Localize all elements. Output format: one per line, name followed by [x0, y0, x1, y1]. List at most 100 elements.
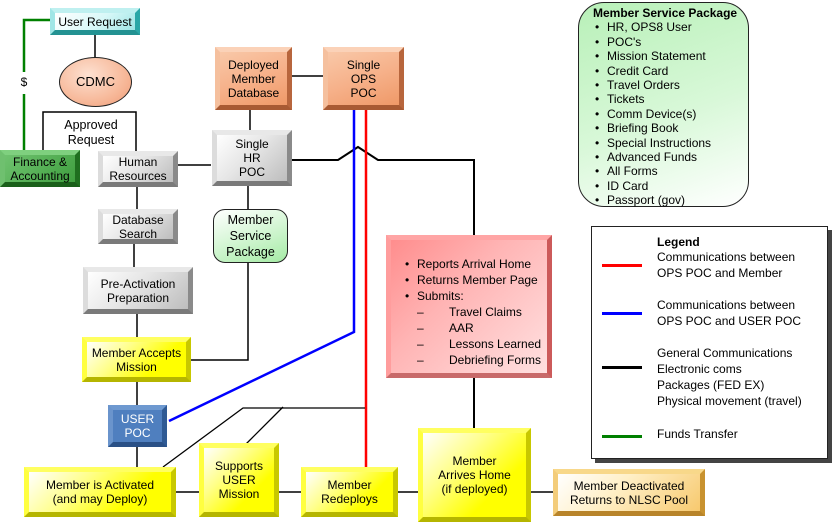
arrives-line1: Member: [452, 454, 497, 468]
member-redeploys-node[interactable]: Member Redeploys: [301, 467, 398, 517]
supports-line2: USER: [222, 473, 256, 487]
msp-item: All Forms: [595, 164, 748, 179]
approved-request-label: Approved Request: [56, 118, 126, 148]
single-ops-poc-node[interactable]: Single OPS POC: [323, 47, 404, 110]
cdmc-label: CDMC: [76, 74, 115, 89]
msp-item: Tickets: [595, 92, 748, 107]
user-request-node[interactable]: User Request: [50, 8, 140, 35]
arrives-line3: (if deployed): [441, 482, 508, 496]
legend-entry-red: Communications between OPS POC and Membe…: [657, 249, 795, 281]
reports-subitem-label: Lessons Learned: [449, 337, 542, 351]
deactivated-line2: Returns to NLSC Pool: [569, 492, 689, 507]
human-resources-node[interactable]: Human Resources: [98, 151, 178, 187]
legend-entry-green: Funds Transfer: [657, 426, 738, 442]
finance-line2: Accounting: [10, 168, 70, 183]
legend-title: Legend: [657, 235, 700, 249]
legend-text: Communications between: [657, 298, 796, 312]
legend-text: Electronic coms: [657, 362, 742, 376]
deployed-member-database-node[interactable]: Deployed Member Database: [215, 47, 292, 110]
msp-item: Comm Device(s): [595, 107, 748, 122]
member-deactivated-node[interactable]: Member Deactivated Returns to NLSC Pool: [553, 469, 705, 516]
reports-subitem-label: Travel Claims: [449, 305, 522, 319]
redeploys-line2: Redeploys: [321, 492, 378, 506]
arrives-line2: Arrives Home: [438, 468, 511, 482]
accepts-line2: Mission: [116, 359, 157, 374]
supports-line1: Supports: [214, 459, 264, 473]
pre-activation-line2: Preparation: [106, 290, 170, 305]
ops-userpoc-line: [168, 110, 356, 423]
reports-arrival-node[interactable]: Reports Arrival Home Returns Member Page…: [386, 235, 552, 378]
member-activated-node[interactable]: Member is Activated (and may Deploy): [24, 467, 176, 517]
legend-swatch-green: [602, 435, 642, 438]
user-request-label: User Request: [58, 14, 132, 29]
msp-item: ID Card: [595, 179, 748, 194]
reports-subitem: Travel Claims: [417, 304, 547, 320]
msp-item: HR, OPS8 User: [595, 20, 748, 35]
database-search-node[interactable]: Database Search: [98, 209, 178, 244]
deployed-db-line3: Database: [227, 85, 280, 100]
member-service-line2: Service: [229, 229, 272, 243]
member-service-package-node[interactable]: Member Service Package: [213, 209, 288, 263]
database-search-line2: Search: [118, 226, 158, 241]
legend-text: Funds Transfer: [657, 427, 738, 441]
supports-line3: Mission: [218, 487, 260, 501]
supports-user-mission-node[interactable]: Supports USER Mission: [199, 443, 279, 517]
single-ops-line2: OPS: [350, 71, 377, 86]
legend-text: OPS POC and Member: [657, 266, 783, 280]
msp-item: Advanced Funds: [595, 150, 748, 165]
single-hr-poc-node[interactable]: Single HR POC: [212, 130, 292, 186]
legend-text: OPS POC and USER POC: [657, 314, 802, 328]
human-resources-line1: Human: [118, 155, 158, 169]
msp-title: Member Service Package: [593, 6, 738, 20]
msp-item: Mission Statement: [595, 49, 748, 64]
activated-line1: Member is Activated: [45, 478, 155, 492]
approved-request-line: [42, 111, 137, 151]
database-search-line1: Database: [112, 212, 164, 227]
supports-general-line: [245, 406, 284, 445]
finance-line1: Finance &: [12, 154, 68, 169]
single-hr-line3: POC: [238, 165, 265, 179]
reports-list: Reports Arrival Home Returns Member Page…: [403, 256, 547, 368]
legend-entry-blue: Communications between OPS POC and USER …: [657, 297, 801, 329]
msp-item: POC's: [595, 35, 748, 50]
deactivated-line1: Member Deactivated: [573, 478, 685, 493]
cdmc-node[interactable]: CDMC: [59, 57, 132, 107]
finance-accounting-node[interactable]: Finance & Accounting: [0, 150, 80, 187]
member-accepts-mission-node[interactable]: Member Accepts Mission: [82, 337, 191, 382]
redeploys-line1: Member: [327, 478, 372, 492]
funds-dollar-label: $: [17, 75, 31, 90]
approved-request-line2: Request: [67, 133, 115, 147]
legend-swatch-blue: [602, 312, 642, 315]
reports-item: Reports Arrival Home: [405, 256, 547, 272]
pre-activation-line1: Pre-Activation: [100, 276, 176, 291]
single-hr-line2: HR: [243, 151, 261, 165]
legend-entry-black: General Communications Electronic coms P…: [657, 345, 802, 409]
msp-accepts-line: [189, 263, 249, 361]
msp-item: Special Instructions: [595, 136, 748, 151]
legend-swatch-red: [602, 264, 642, 267]
legend-text: General Communications: [657, 346, 793, 360]
single-ops-line1: Single: [346, 57, 381, 72]
single-ops-line3: POC: [350, 85, 377, 100]
legend: Legend Communications between OPS POC an…: [591, 226, 828, 459]
legend-swatch-black: [602, 366, 642, 369]
pre-activation-node[interactable]: Pre-Activation Preparation: [83, 267, 193, 314]
deployed-db-line1: Deployed: [228, 57, 279, 72]
user-poc-node[interactable]: USER POC: [108, 405, 167, 447]
msp-item: Passport (gov): [595, 193, 748, 208]
reports-subitem: AAR: [417, 320, 547, 336]
legend-text: Packages (FED EX): [657, 378, 765, 392]
msp-item: Travel Orders: [595, 78, 748, 93]
legend-text: Physical movement (travel): [657, 394, 802, 408]
reports-subitem-label: Debriefing Forms: [449, 353, 542, 367]
user-poc-line1: USER: [120, 412, 155, 426]
member-service-package-callout: Member Service Package HR, OPS8 User POC…: [578, 2, 749, 208]
deployed-db-line2: Member: [231, 71, 276, 86]
legend-text: Communications between: [657, 250, 796, 264]
human-resources-line2: Resources: [109, 169, 167, 183]
activated-general-line: [162, 407, 365, 468]
single-hr-line1: Single: [235, 137, 269, 151]
approved-request-line1: Approved: [64, 118, 118, 132]
member-arrives-home-node[interactable]: Member Arrives Home (if deployed): [418, 428, 531, 522]
